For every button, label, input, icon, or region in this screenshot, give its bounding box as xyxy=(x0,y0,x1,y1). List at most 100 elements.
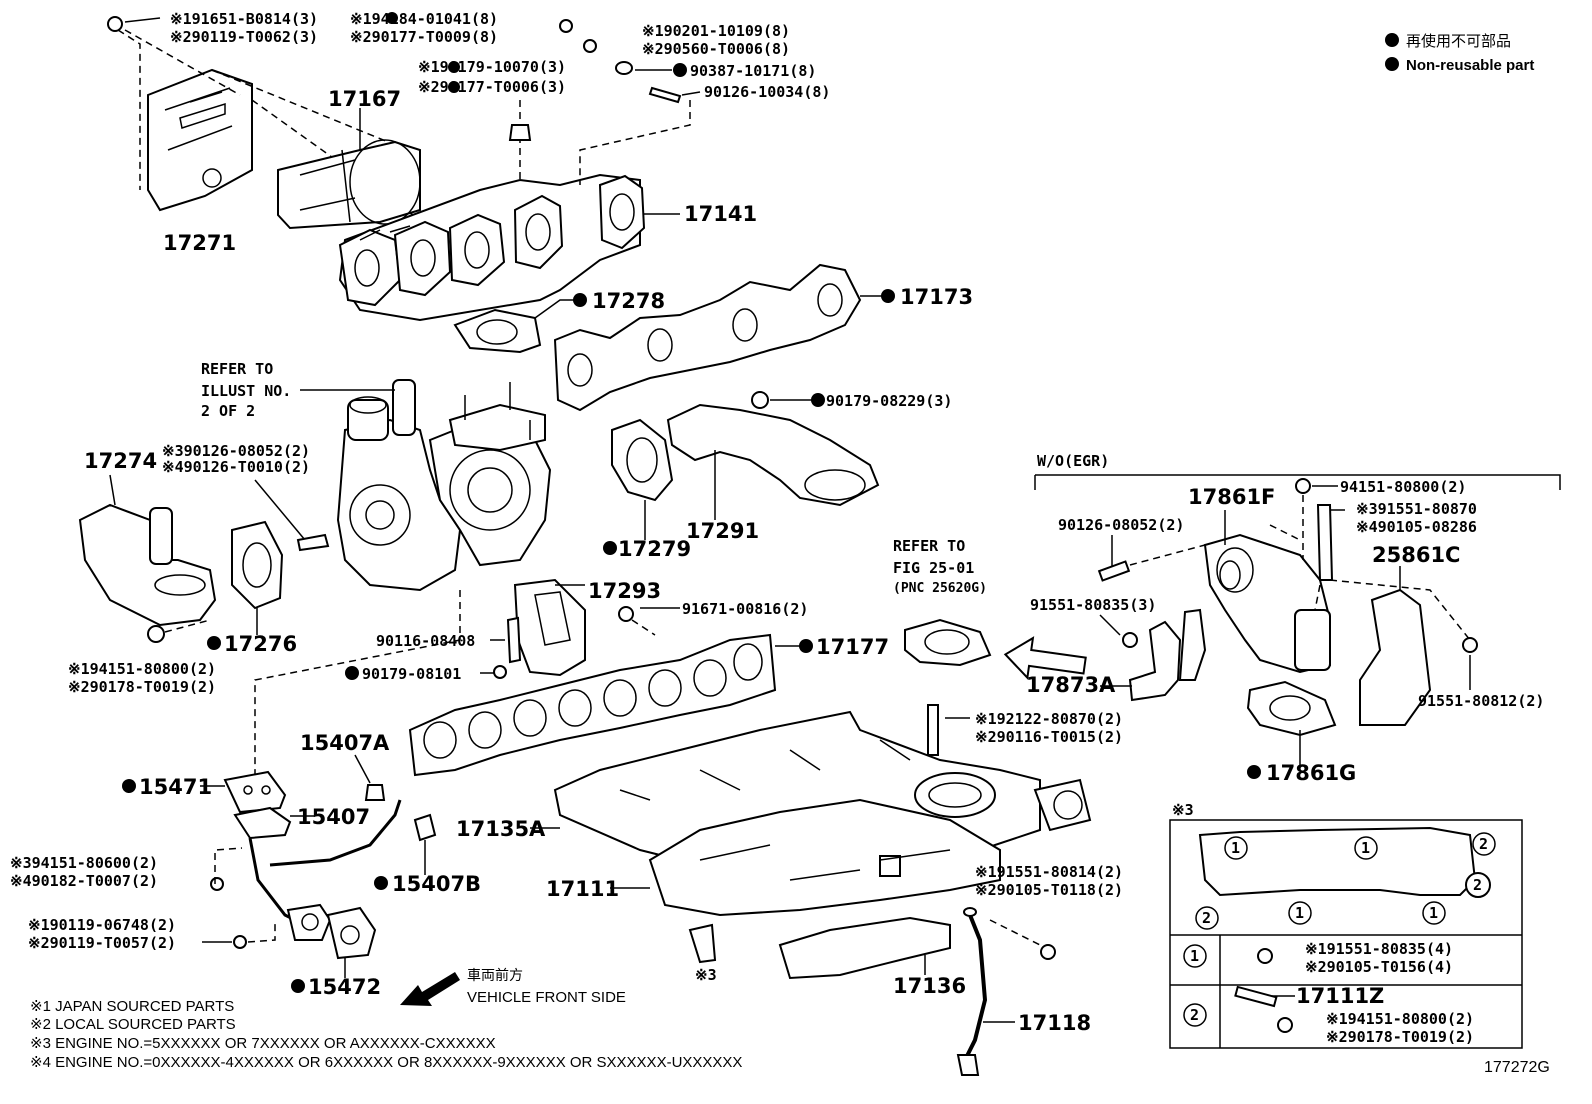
callout-label: 90126-10034(8) xyxy=(704,83,830,101)
nut-icon xyxy=(1277,1017,1293,1033)
gasket-reference xyxy=(904,618,992,667)
intake-pipe-17274 xyxy=(78,503,217,627)
circle-number: 1 xyxy=(1295,904,1304,922)
legend-en: Non-reusable part xyxy=(1406,57,1534,74)
callout-label: 90116-08408 xyxy=(376,632,475,650)
bolt-icon xyxy=(1462,637,1478,653)
callout-label: ※490126-T0010(2) xyxy=(162,458,310,476)
bolt-icon xyxy=(1122,632,1138,648)
egr-adapter-17861F xyxy=(1203,533,1331,674)
part-number-label: 17271 xyxy=(163,231,236,255)
footnote: ※1 JAPAN SOURCED PARTS xyxy=(30,998,234,1015)
circle-number: 1 xyxy=(1231,839,1240,857)
non-reusable-marker-icon xyxy=(386,12,398,24)
part-number-label: 17111Z xyxy=(1296,984,1384,1008)
bolt-icon xyxy=(233,935,247,949)
circle-number: 1 xyxy=(1429,904,1438,922)
gasket-17136 xyxy=(778,916,951,980)
non-reusable-marker-icon xyxy=(1247,765,1261,779)
gasket-17276 xyxy=(231,520,284,610)
bolt-icon xyxy=(618,606,634,622)
callout-label: ※194151-80800(2) xyxy=(68,660,216,678)
part-number-label: 17861G xyxy=(1266,761,1356,785)
bolt-icon xyxy=(1257,948,1273,964)
callout-label: 91671-00816(2) xyxy=(682,600,808,618)
callout-label: ※192122-80870(2) xyxy=(975,710,1123,728)
non-reusable-marker-icon xyxy=(207,636,221,650)
part-number-label: 17873A xyxy=(1026,673,1116,697)
non-reusable-marker-icon xyxy=(573,293,587,307)
turbocharger xyxy=(336,379,552,592)
front-label-en: VEHICLE FRONT SIDE xyxy=(467,989,626,1006)
stud-icon xyxy=(1234,985,1278,1008)
callout-label: ※490105-08286 xyxy=(1356,518,1477,536)
callout-label: ※191551-80814(2) xyxy=(975,863,1123,881)
circle-number: 2 xyxy=(1190,1006,1199,1024)
callout-label: ※194151-80800(2) xyxy=(1326,1010,1474,1028)
callout-label: ※190201-10109(8) xyxy=(642,22,790,40)
circle-number: 2 xyxy=(1473,876,1482,894)
part-number-label: 15407 xyxy=(297,805,370,829)
callout-label: ※290119-T0062(3) xyxy=(170,28,318,46)
gasket-17279 xyxy=(611,418,674,502)
callout-label: 90179-08229(3) xyxy=(826,392,952,410)
callout-label: 91551-80812(2) xyxy=(1418,692,1544,710)
part-number-label: 15407A xyxy=(300,731,390,755)
part-number-label: 17276 xyxy=(224,632,297,656)
refer-label: 2 OF 2 xyxy=(201,402,255,420)
circle-number: 2 xyxy=(1479,835,1488,853)
part-number-label: 15471 xyxy=(139,775,212,799)
intake-manifold-17111 xyxy=(648,798,1001,917)
part-number-label: 17293 xyxy=(588,579,661,603)
part-number-label: 17274 xyxy=(84,449,157,473)
part-number-label: 17173 xyxy=(900,285,973,309)
callout-label: 90126-08052(2) xyxy=(1058,516,1184,534)
callout-label: ※290560-T0006(8) xyxy=(642,40,790,58)
legend: 再使用不可部品 Non-reusable part xyxy=(1385,32,1534,74)
legend-jp: 再使用不可部品 xyxy=(1406,32,1511,50)
labels: ※191651-B0814(3) ※290119-T0062(3) ※19418… xyxy=(10,10,1550,1076)
gasket-17173 xyxy=(553,263,862,412)
part-number-label: 17278 xyxy=(592,289,665,313)
footnote: ※3 ENGINE NO.=5XXXXXX OR 7XXXXXX OR AXXX… xyxy=(30,1035,496,1052)
washer-icon xyxy=(583,39,597,53)
box-title: ※3 xyxy=(1172,801,1194,819)
exhaust-manifold-17141 xyxy=(338,173,646,322)
part-number-label: 17291 xyxy=(686,519,759,543)
callout-label: ※490182-T0007(2) xyxy=(10,872,158,890)
callout-label: ※3 xyxy=(695,966,717,984)
nut-icon xyxy=(559,19,573,33)
non-reusable-marker-icon xyxy=(1385,57,1399,71)
circle-number: 1 xyxy=(1190,947,1199,965)
callout-label: ※394151-80600(2) xyxy=(10,854,158,872)
nut-icon xyxy=(1295,478,1311,494)
bolt-icon xyxy=(210,877,224,891)
section-label: W/O(EGR) xyxy=(1037,452,1109,470)
callout-label: ※190179-10070(3) xyxy=(418,58,566,76)
bolt-icon xyxy=(1040,944,1056,960)
gasket-17278 xyxy=(453,308,542,354)
part-number-label: 17167 xyxy=(328,87,401,111)
circle-number: 1 xyxy=(1361,839,1370,857)
part-number-label: 17141 xyxy=(684,202,757,226)
callout-label: ※191551-80835(4) xyxy=(1305,940,1453,958)
footnote: ※2 LOCAL SOURCED PARTS xyxy=(30,1016,236,1033)
callout-label: ※290177-T0006(3) xyxy=(418,78,566,96)
callout-label: ※390126-08052(2) xyxy=(162,442,310,460)
callout-label: ※290116-T0015(2) xyxy=(975,728,1123,746)
circle-number: 2 xyxy=(1202,909,1211,927)
non-reusable-marker-icon xyxy=(811,393,825,407)
stud-icon xyxy=(1097,560,1131,582)
part-number-label: 15472 xyxy=(308,975,381,999)
non-reusable-marker-icon xyxy=(1385,33,1399,47)
stud-icon xyxy=(927,704,939,756)
non-reusable-marker-icon xyxy=(448,61,460,73)
exhaust-pipe-17291 xyxy=(666,403,880,507)
heat-insulator-17271 xyxy=(147,68,253,212)
part-number-label: 25861C xyxy=(1372,543,1460,567)
figure-id: 177272G xyxy=(1484,1059,1550,1076)
pipe-17118 xyxy=(956,907,988,1076)
part-number-label: 17111 xyxy=(546,877,619,901)
callout-label: 90387-10171(8) xyxy=(690,62,816,80)
callout-label: ※290119-T0057(2) xyxy=(28,934,176,952)
